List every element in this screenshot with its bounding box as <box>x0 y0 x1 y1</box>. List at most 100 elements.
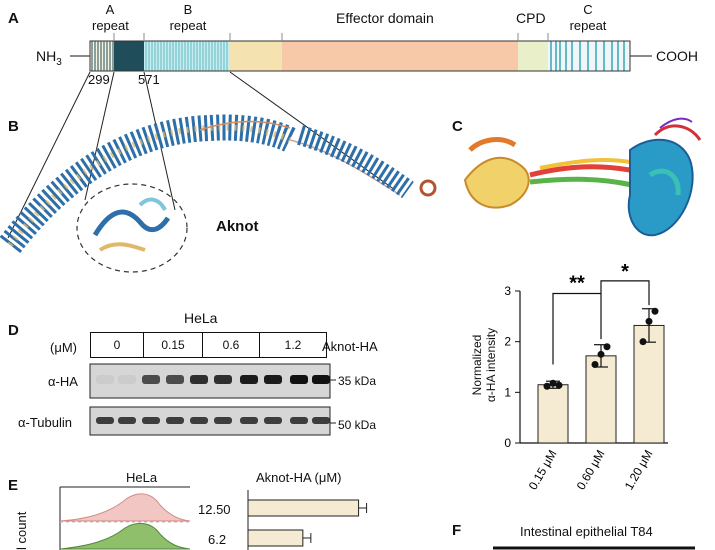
c-repeat-stripes <box>548 41 630 71</box>
conc-12: 1.2 <box>284 338 302 352</box>
d-row-ha: α-HA <box>48 374 78 389</box>
domain-bar <box>70 33 652 72</box>
panel-d-label: D <box>8 322 19 339</box>
a-repeat-line2: repeat <box>92 18 129 33</box>
cpd-label: CPD <box>516 10 546 26</box>
conc-0: 0 <box>91 333 144 357</box>
panel-e-graphics <box>59 486 368 550</box>
data-point <box>543 382 551 390</box>
sig-label-1: ** <box>569 273 585 295</box>
c-repeat-line2: repeat <box>569 18 607 33</box>
bar <box>537 384 569 444</box>
tubulin-band <box>264 417 282 424</box>
protein-structure-c <box>463 117 702 237</box>
ha-band <box>118 375 136 384</box>
aknot-label: Aknot <box>216 218 259 235</box>
n-term-text: NH <box>36 48 57 64</box>
effector-domain-block <box>282 41 518 71</box>
mw-50: 50 kDa <box>338 418 377 432</box>
data-point <box>555 381 563 389</box>
conc-06: 0.6 <box>203 333 260 357</box>
ha-band <box>166 375 184 384</box>
panel-b-label: B <box>8 118 19 135</box>
panel-f-label: F <box>452 522 462 539</box>
d-cell-line: HeLa <box>184 310 218 326</box>
tubulin-band <box>118 417 136 424</box>
e-cell-line: HeLa <box>126 470 158 485</box>
conc-015: 0.15 <box>144 333 203 357</box>
linker-segment <box>230 41 282 71</box>
ha-band <box>264 375 282 384</box>
chart-ylabel-2: α-HA intensity <box>484 327 498 403</box>
ha-band <box>214 375 232 384</box>
e-val-2: 6.2 <box>208 532 227 547</box>
d-row-tubulin: α-Tubulin <box>18 415 72 430</box>
tubulin-band <box>214 417 232 424</box>
y-tick-label: 2 <box>504 335 511 349</box>
tubulin-band <box>240 417 258 424</box>
f-title: Intestinal epithelial T84 <box>520 524 653 539</box>
b-repeat-line1: B <box>183 2 193 17</box>
e-ylabel: l count <box>14 511 29 550</box>
c-repeat-label: C repeat <box>568 2 608 34</box>
sig-bracket-2 <box>600 280 650 306</box>
tubulin-band <box>96 417 114 424</box>
e-val-1: 12.50 <box>198 502 231 517</box>
n-term-sub: 3 <box>56 56 62 68</box>
n-terminus-label: NH3 <box>36 48 62 68</box>
ha-band <box>190 375 208 384</box>
data-point <box>591 360 599 368</box>
data-point <box>651 307 659 315</box>
chart-ylabel: Normalized α-HA intensity <box>470 310 498 420</box>
data-point <box>645 317 653 325</box>
a-repeat-label: A repeat <box>92 2 129 34</box>
b-repeat-line2: repeat <box>169 18 207 33</box>
e-bar <box>247 499 360 517</box>
bar <box>633 324 665 444</box>
c-repeat-fill <box>548 41 630 71</box>
d-unit-label: (μM) <box>50 340 77 355</box>
ha-band <box>312 375 330 384</box>
position-571: 571 <box>138 72 160 87</box>
tubulin-band <box>190 417 208 424</box>
blot-bands <box>89 363 336 436</box>
ha-band <box>142 375 160 384</box>
data-point <box>639 338 647 346</box>
x-tick-label: 0.15 μM <box>526 448 560 493</box>
protein-structure-b <box>0 114 437 273</box>
y-tick-label: 3 <box>504 284 511 298</box>
e-header: Aknot-HA (μM) <box>256 470 342 485</box>
chart-ylabel-1: Normalized <box>470 334 484 396</box>
zoom-circle <box>76 183 188 273</box>
c-terminus-label: COOH <box>656 48 698 64</box>
data-point <box>603 343 611 351</box>
tubulin-band <box>290 417 308 424</box>
tubulin-band <box>166 417 184 424</box>
x-tick-label: 0.60 μM <box>574 448 608 493</box>
ha-band <box>240 375 258 384</box>
a-repeat-dark-block <box>114 41 144 71</box>
tubulin-band <box>312 417 330 424</box>
ha-band <box>96 375 114 384</box>
tubulin-band <box>142 417 160 424</box>
position-299: 299 <box>88 72 110 87</box>
cpd-block <box>518 41 548 71</box>
a-repeat-stripes <box>91 41 114 71</box>
c-repeat-line1: C <box>583 2 593 17</box>
y-tick-label: 0 <box>504 436 511 450</box>
a-repeat-line1: A <box>105 2 115 17</box>
data-point <box>597 350 605 358</box>
x-tick-label: 1.20 μM <box>622 448 656 493</box>
ha-band <box>290 375 308 384</box>
y-tick-label: 1 <box>504 385 511 399</box>
b-repeat-fill <box>144 41 230 71</box>
concentration-boxes: 0 0.15 0.6 1.2 <box>90 332 327 358</box>
data-point <box>549 379 557 387</box>
sig-label-2: * <box>621 261 629 283</box>
mw-35: 35 kDa <box>338 374 377 388</box>
panel-e-label: E <box>8 477 19 494</box>
panel-c-label: C <box>452 118 463 135</box>
sig-bracket-1 <box>552 292 602 365</box>
